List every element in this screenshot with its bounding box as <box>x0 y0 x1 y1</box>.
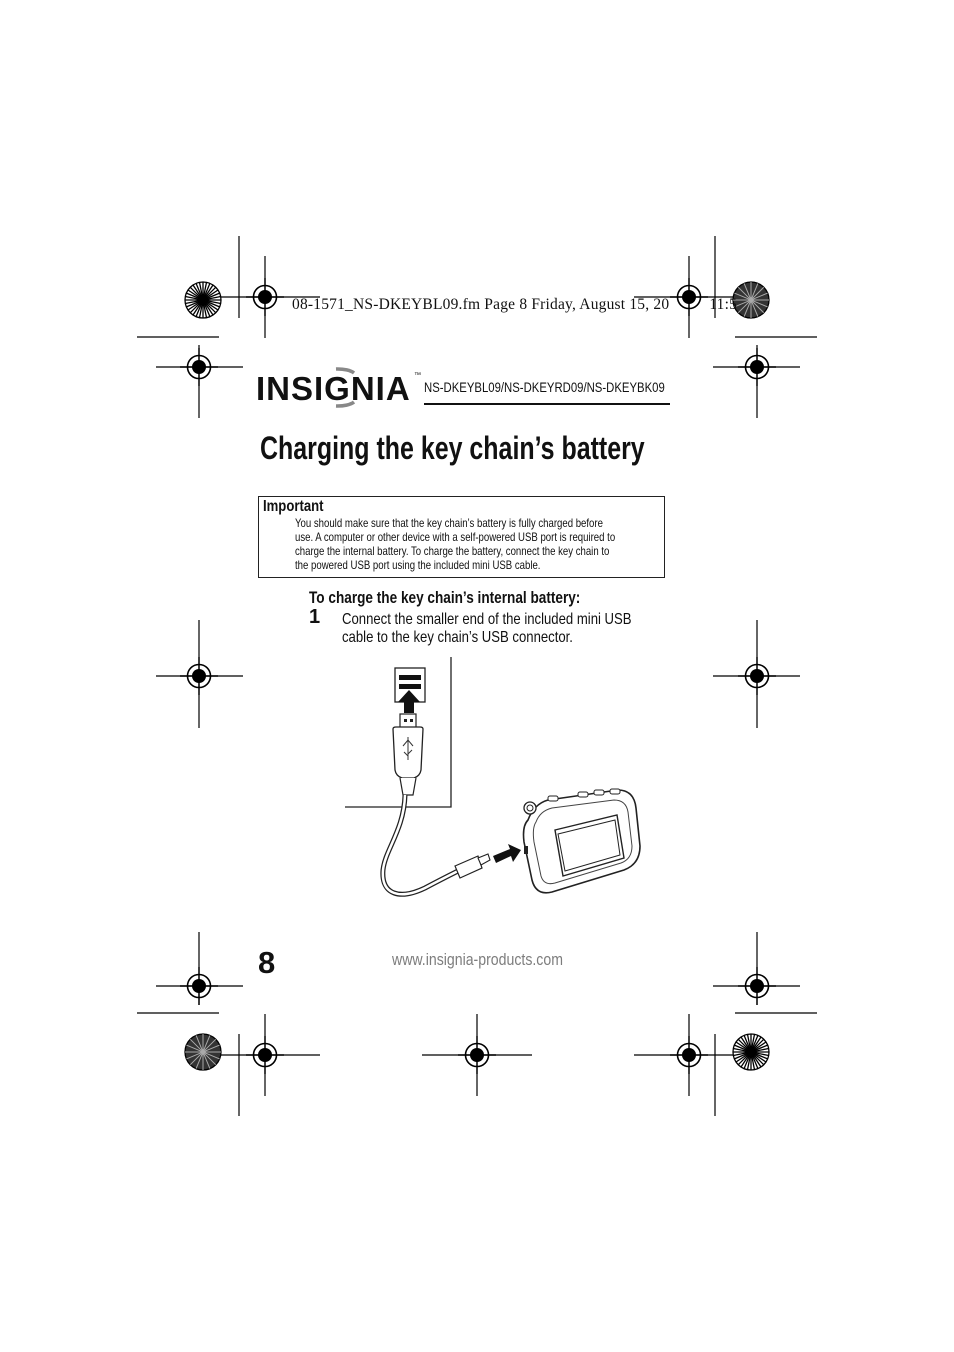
device-button <box>593 789 605 796</box>
key-chain-device <box>522 788 641 894</box>
trademark-symbol: ™ <box>414 372 421 379</box>
step-text-line: Connect the smaller end of the included … <box>342 611 632 628</box>
insignia-logo: INSIGNIA ™ <box>256 366 422 410</box>
print-slug: 08-1571_NS-DKEYBL09.fm Page 8 Friday, Au… <box>292 296 737 314</box>
important-box <box>258 496 665 578</box>
device-usb-connector <box>524 846 528 854</box>
important-line: the powered USB port using the included … <box>295 558 541 572</box>
header-rule <box>424 403 670 405</box>
important-line: You should make sure that the key chain’… <box>295 516 603 530</box>
page-title: Charging the key chain’s battery <box>260 430 645 466</box>
device-button <box>547 795 559 802</box>
device-button <box>577 791 589 798</box>
computer-edge <box>345 657 452 808</box>
device-button <box>609 788 621 795</box>
important-heading: Important <box>263 498 324 515</box>
logo-wordmark: INSIGNIA <box>256 370 411 407</box>
page-number: 8 <box>258 945 276 980</box>
mini-usb-plug-icon <box>454 855 483 879</box>
model-numbers: NS-DKEYBL09/NS-DKEYRD09/NS-DKEYBK09 <box>424 380 665 395</box>
step-text-line: cable to the key chain’s USB connector. <box>342 629 573 646</box>
connect-arrow-icon <box>493 844 521 863</box>
insignia-logo-graphic <box>335 367 356 408</box>
procedure-heading: To charge the key chain’s internal batte… <box>309 588 581 607</box>
print-slug-text: 08-1571_NS-DKEYBL09.fm Page 8 Friday, Au… <box>292 296 670 313</box>
footer-url: www.insignia-products.com <box>392 950 563 969</box>
important-line: use. A computer or other device with a s… <box>295 530 616 544</box>
important-line: charge the internal battery. To charge t… <box>295 544 610 558</box>
insert-arrow-icon <box>398 690 420 713</box>
usb-connection-illustration <box>345 657 641 897</box>
print-slug-time: 11:5 <box>709 296 738 313</box>
key-ring-loop <box>523 801 537 815</box>
step-number: 1 <box>309 606 321 628</box>
